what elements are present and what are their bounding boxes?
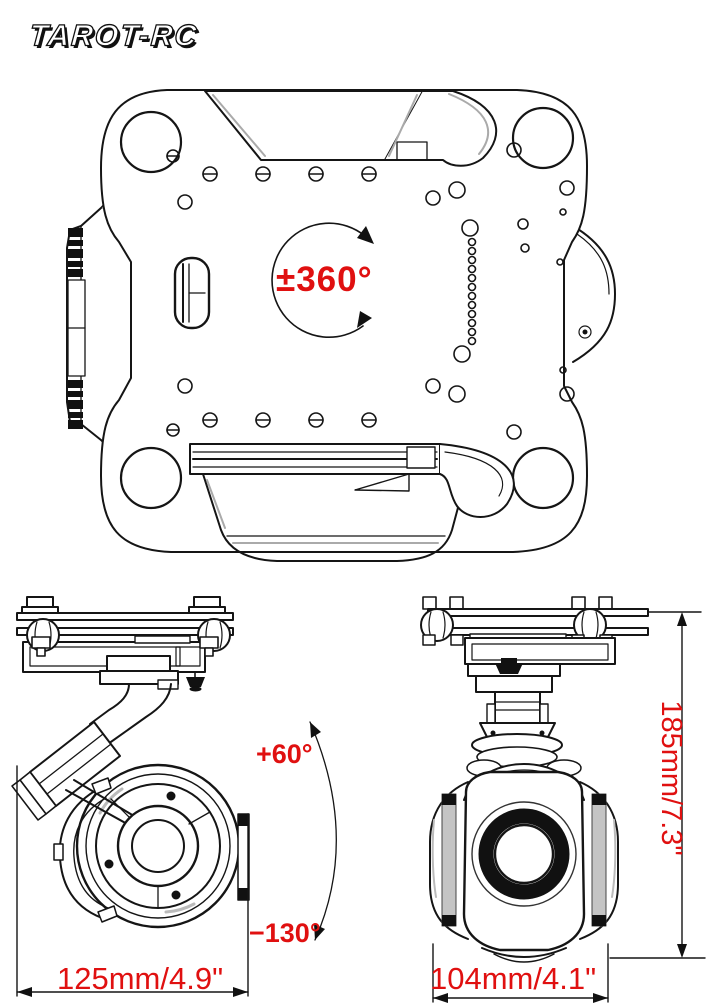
height-dimension-label: 185mm/7.3" [655,700,687,856]
front-width-dimension-label: 104mm/4.1" [430,961,597,996]
lens-ring [478,808,570,900]
width-dimension-lines [16,765,249,997]
camera-body-front [429,759,619,963]
dimension-arrow-icon [677,612,687,626]
connector-pins [68,228,83,429]
side-connector-assembly [66,173,134,471]
side-view-drawing [11,596,337,997]
dimension-arrow-icon [433,993,448,1003]
top-body-silhouette [204,90,498,167]
yaw-motor-block [99,655,179,690]
yaw-range-label: ±360° [276,260,373,299]
yaw-rotation-arrow-icon [271,222,374,339]
dimension-arrow-icon [677,944,687,958]
pitch-range-arc-icon [309,721,337,941]
pitch-up-label: +60° [256,739,313,769]
damper-mount-assembly [16,596,234,692]
lens-glass [493,823,555,885]
pitch-down-label: −130° [249,918,321,948]
yaw-motor-column [467,658,563,768]
side-width-dimension-label: 125mm/4.9" [57,961,224,996]
dimension-arrow-icon [17,987,32,997]
dimension-arrow-icon [233,987,248,997]
logo-text: TAROT-RC [28,20,199,53]
plate-slot [173,256,211,330]
screw-holes [166,142,575,440]
roll-motor-bulge [572,225,616,363]
mounting-plate-outline [100,89,588,553]
gimbal-arm [11,683,172,821]
camera-face [462,770,586,952]
damper-mount-assembly [420,596,649,665]
dimension-arrow-icon [593,993,608,1003]
width-dimension-lines [432,943,609,1003]
front-view-drawing [420,596,706,1003]
brand-logo: TAROT-RC TAROT-RC [26,8,266,60]
logo-shadow-text: TAROT-RC [31,22,202,55]
thumb-screw [186,677,205,687]
bottom-body-silhouette [189,443,515,562]
top-view-drawing [66,89,616,562]
camera-body-side [53,763,250,929]
height-dimension-lines [609,611,706,959]
brand-logo-art: TAROT-RC TAROT-RC [28,19,202,55]
vibration-damper-ball [420,608,454,642]
thumb-screw [495,663,523,674]
